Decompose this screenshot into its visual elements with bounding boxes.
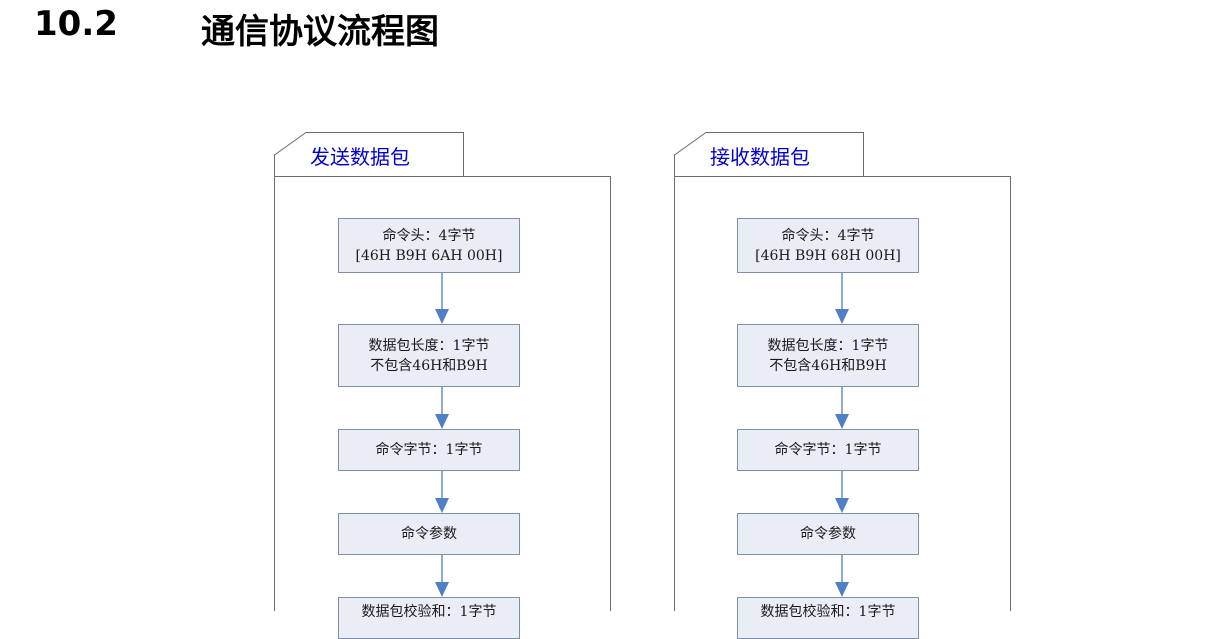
flow-arrow bbox=[435, 273, 449, 324]
step-text: 数据包长度：1字节 bbox=[368, 337, 490, 354]
step-text: 命令参数 bbox=[401, 526, 457, 542]
step-text: 命令字节：1字节 bbox=[375, 442, 483, 458]
step-text: [46H B9H 68H 00H] bbox=[755, 247, 901, 264]
flow-arrow bbox=[835, 387, 849, 429]
step-text: 数据包长度：1字节 bbox=[767, 337, 889, 354]
flow-arrow bbox=[435, 471, 449, 513]
step-text: 命令头：4字节 bbox=[781, 227, 875, 244]
flow-step: 命令字节：1字节 bbox=[338, 429, 520, 471]
flow-step: 数据包长度：1字节 不包含46H和B9H bbox=[737, 324, 919, 387]
section-title: 通信协议流程图 bbox=[201, 12, 439, 52]
step-text: 数据包校验和：1字节 bbox=[361, 604, 497, 620]
flow-arrow bbox=[835, 555, 849, 597]
flow-step: 命令头：4字节 [46H B9H 68H 00H] bbox=[737, 218, 919, 273]
step-text: 命令头：4字节 bbox=[382, 227, 476, 244]
flow-step: 命令参数 bbox=[338, 513, 520, 555]
step-text: 命令字节：1字节 bbox=[774, 442, 882, 458]
panel-frame bbox=[274, 132, 611, 611]
flow-arrow bbox=[435, 555, 449, 597]
section-number: 10.2 bbox=[34, 4, 118, 44]
flow-arrow bbox=[435, 387, 449, 429]
flow-arrow bbox=[835, 471, 849, 513]
step-text: 不包含46H和B9H bbox=[370, 357, 488, 374]
flow-arrow bbox=[835, 273, 849, 324]
panel-tab-label: 发送数据包 bbox=[310, 145, 410, 169]
send-packet-panel: 发送数据包 命令头：4字节 [46H B9H 6AH 00H] 数据包长度：1字… bbox=[274, 132, 611, 639]
flow-step: 数据包校验和：1字节 bbox=[737, 597, 919, 639]
flow-step: 命令头：4字节 [46H B9H 6AH 00H] bbox=[338, 218, 520, 273]
step-text: [46H B9H 6AH 00H] bbox=[355, 247, 503, 264]
step-text: 数据包校验和：1字节 bbox=[760, 604, 896, 620]
panel-frame bbox=[674, 132, 1011, 611]
flow-step: 数据包校验和：1字节 bbox=[338, 597, 520, 639]
step-text: 不包含46H和B9H bbox=[769, 357, 887, 374]
flow-step: 数据包长度：1字节 不包含46H和B9H bbox=[338, 324, 520, 387]
flow-step: 命令字节：1字节 bbox=[737, 429, 919, 471]
flow-step: 命令参数 bbox=[737, 513, 919, 555]
step-text: 命令参数 bbox=[800, 526, 856, 542]
receive-packet-panel: 接收数据包 命令头：4字节 [46H B9H 68H 00H] 数据包长度：1字… bbox=[674, 132, 1011, 639]
panel-tab-label: 接收数据包 bbox=[710, 145, 810, 169]
